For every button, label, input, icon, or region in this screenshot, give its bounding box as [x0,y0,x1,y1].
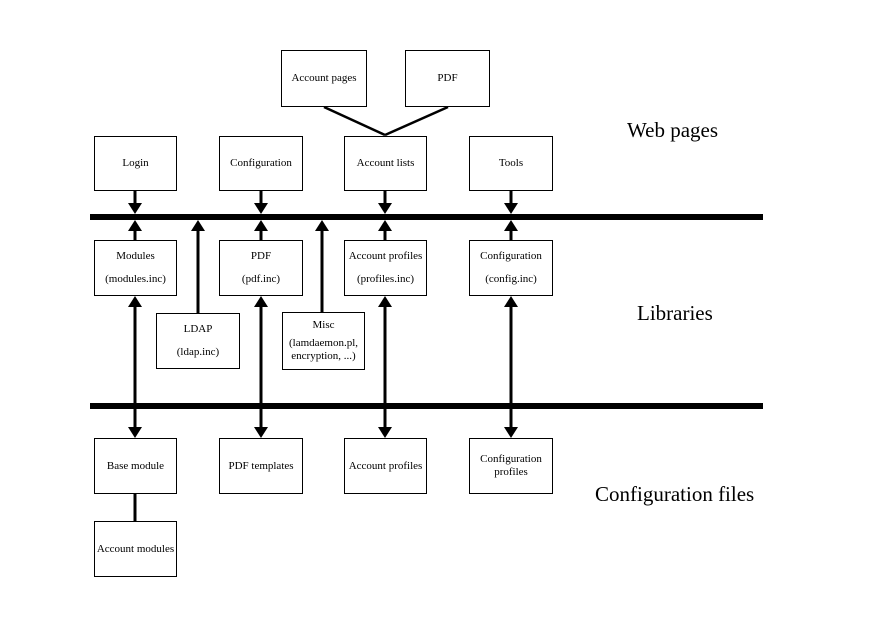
section-label-libraries: Libraries [637,301,713,325]
box-label: Configuration [480,250,542,263]
box-pdf-templates: PDF templates [219,438,303,494]
box-sublabel: profiles [494,466,528,478]
box-ldap-lib: LDAP (ldap.inc) [156,313,240,369]
box-label: Account modules [96,542,175,555]
box-label: PDF templates [228,459,294,472]
box-configuration-lib: Configuration (config.inc) [469,240,553,296]
box-label: Base module [106,459,165,472]
box-account-modules: Account modules [94,521,177,577]
arrow-modules-basemodule [128,296,142,438]
box-label: Configuration [230,157,292,169]
box-label: Account pages [291,72,357,84]
box-account-pages: Account pages [281,50,367,107]
box-label: Modules [116,250,155,263]
box-configuration-page: Configuration [219,136,303,191]
box-sublabel: (config.inc) [485,272,537,285]
box-sublabel-line1: (lamdaemon.pl, [288,337,359,350]
box-label: Misc [312,318,335,331]
section-label-configuration-files: Configuration files [595,482,755,506]
box-sublabel: (profiles.inc) [356,272,415,285]
box-label: PDF [437,72,458,84]
arrow-configlib-configprofiles [504,296,518,438]
box-modules-lib: Modules (modules.inc) [94,240,177,296]
box-base-module: Base module [94,438,177,494]
arrow-misc-separator [315,220,329,312]
box-label: Tools [498,157,524,169]
arrow-pdflib-pdftemplates [254,296,268,438]
box-label: LDAP [183,323,213,336]
arrow-tools-separator [504,191,518,240]
arrow-ldap-separator [191,220,205,313]
box-sublabel: (modules.inc) [105,272,166,285]
box-pdf-lib: PDF (pdf.inc) [219,240,303,296]
box-label: Account profiles [348,459,423,472]
box-label: Configuration [480,453,542,465]
box-label: Account profiles [348,250,423,263]
arrow-accountlists-separator [378,191,392,240]
box-sublabel: (ldap.inc) [176,345,220,358]
box-label: Login [122,157,149,169]
box-login: Login [94,136,177,191]
box-account-lists: Account lists [344,136,427,191]
box-sublabel-line2: encryption, ...) [291,350,356,363]
box-pdf-page: PDF [405,50,490,107]
arrow-profileslib-profilesfile [378,296,392,438]
arrow-login-separator [128,191,142,240]
box-misc-lib: Misc (lamdaemon.pl, encryption, ...) [282,312,365,370]
section-label-web-pages: Web pages [627,118,719,142]
box-label: Account lists [356,157,415,169]
box-account-profiles-file: Account profiles [344,438,427,494]
connector-pdf-accountlists [384,105,449,137]
box-sublabel: (pdf.inc) [241,272,281,285]
box-account-profiles-lib: Account profiles (profiles.inc) [344,240,427,296]
box-tools: Tools [469,136,553,191]
box-configuration-profiles: Configuration profiles [469,438,553,494]
box-label: PDF [250,250,272,263]
box-sublabel: (lamdaemon.pl, encryption, ...) [289,337,358,363]
arrow-configuration-separator [254,191,268,240]
connector-accountpages-accountlists [323,105,386,137]
